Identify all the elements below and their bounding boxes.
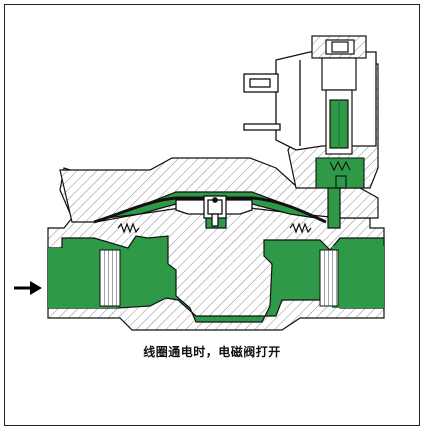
inlet-thread <box>99 249 121 307</box>
seal-spring-right <box>289 222 312 234</box>
pilot-spring <box>315 157 365 189</box>
caption: 线圈通电时，电磁阀打开 <box>143 345 281 359</box>
arrow-right-icon <box>14 281 42 295</box>
diaphragm <box>93 195 327 227</box>
top-nut <box>311 35 367 59</box>
seal-spring-left <box>117 222 140 234</box>
outlet-thread <box>319 249 339 307</box>
plunger-tube <box>321 57 357 155</box>
